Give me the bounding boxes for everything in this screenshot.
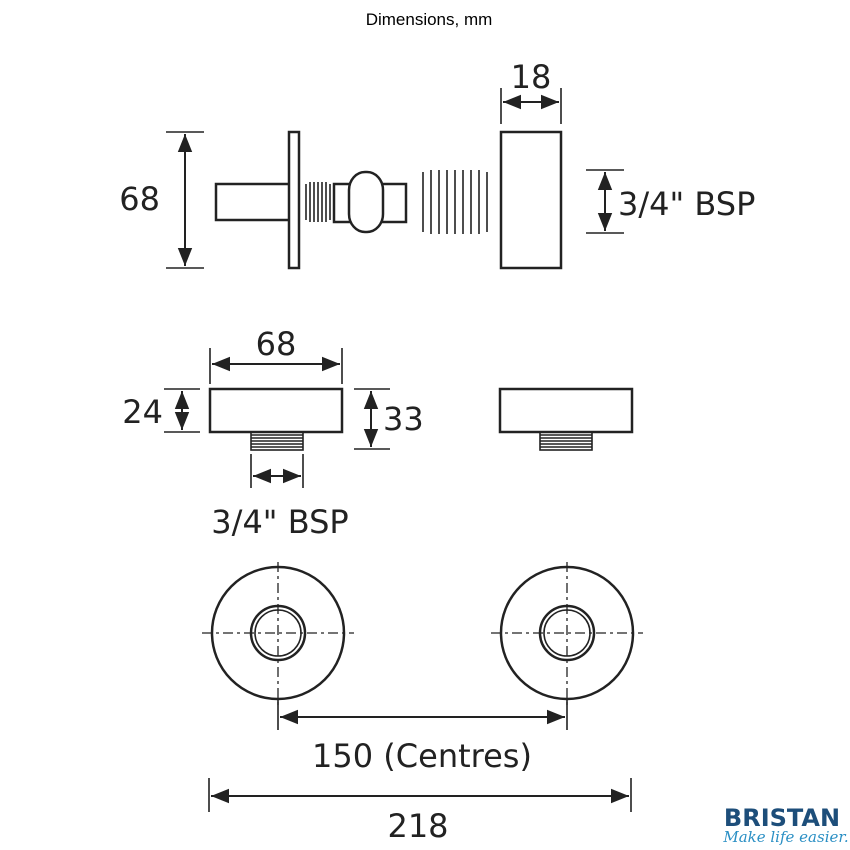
height-small-label: 24	[122, 393, 163, 431]
flange-left	[202, 562, 354, 705]
side-height-label: 68	[119, 180, 160, 218]
bristan-logo: BRISTAN Make life easier.	[722, 804, 848, 846]
overall-label: 218	[387, 807, 448, 845]
diagram-title: Dimensions, mm	[366, 10, 493, 29]
top-view: 68 24 33 3/4" BSP	[122, 325, 634, 541]
side-view: 68	[119, 58, 755, 270]
flange-right	[491, 562, 643, 705]
side-thread-label: 3/4" BSP	[618, 185, 755, 223]
outlet-block	[499, 130, 563, 270]
top-block-left	[208, 387, 344, 434]
depth-label: 18	[511, 58, 552, 96]
thread-section-right	[422, 170, 488, 234]
height-large-label: 33	[383, 400, 424, 438]
front-view: 150 (Centres) 218	[202, 562, 643, 845]
pipe-stub	[214, 182, 292, 222]
wall-plate	[287, 130, 301, 270]
top-thread-left	[250, 431, 304, 451]
top-block-right	[498, 387, 634, 434]
top-thread-right	[539, 431, 593, 451]
thread-section-left	[305, 182, 331, 222]
top-width-label: 68	[256, 325, 297, 363]
brand-tagline: Make life easier.	[722, 828, 848, 846]
centres-label: 150 (Centres)	[312, 737, 532, 775]
connector-nut	[347, 170, 385, 234]
brand-name: BRISTAN	[724, 804, 840, 832]
top-thread-label: 3/4" BSP	[211, 503, 348, 541]
